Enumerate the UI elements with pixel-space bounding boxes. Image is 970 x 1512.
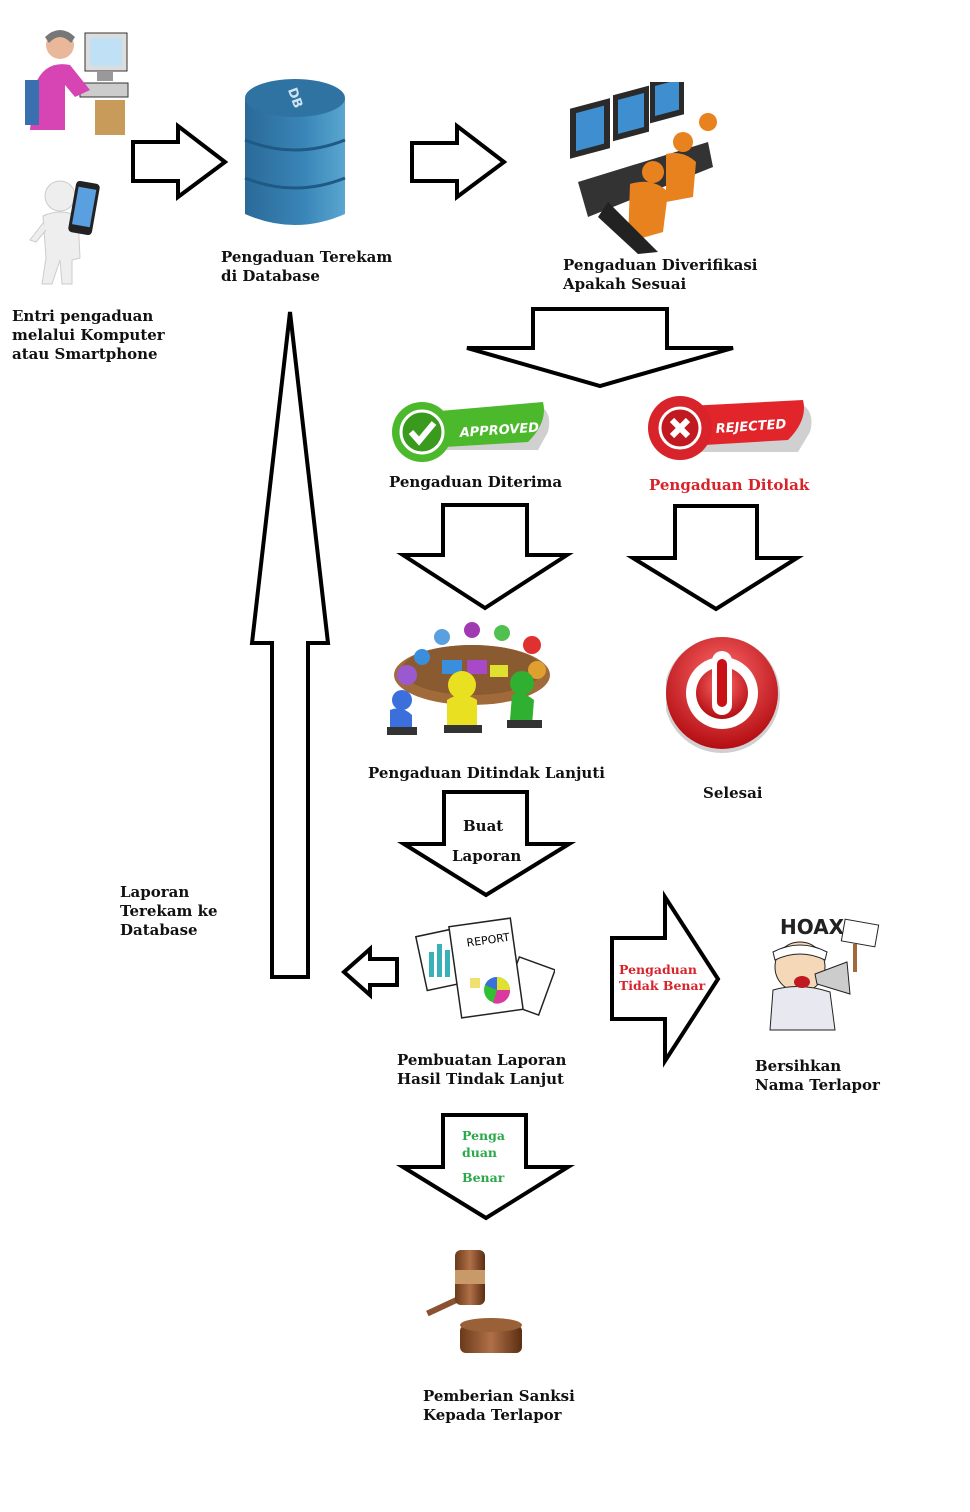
- arrow-complaint-false: [610, 890, 721, 1068]
- gavel-icon: [426, 1250, 522, 1353]
- approved-badge-text: APPROVED: [458, 420, 540, 441]
- rejected-badge-icon: REJECTED: [648, 396, 812, 460]
- node-followup-label: Pengaduan Ditindak Lanjuti: [368, 764, 605, 782]
- node-sanction-label: Pemberian Sanksi Kepada Terlapor: [423, 1387, 575, 1424]
- arrow-complaint-true: [395, 1113, 576, 1221]
- edge-make-report-line2: Laporan: [452, 847, 522, 865]
- arrow-database-to-verify: [410, 121, 508, 201]
- arrow-report-to-recorded: [340, 944, 399, 1000]
- rejected-badge-text: REJECTED: [715, 417, 787, 437]
- node-rejected-label: Pengaduan Ditolak: [649, 476, 810, 494]
- arrow-accepted-to-followup: [396, 503, 574, 611]
- node-clear-name-label: Bersihkan Nama Terlapor: [755, 1057, 880, 1094]
- edge-make-report-line1: Buat: [463, 817, 504, 835]
- person-at-computer-icon: [25, 30, 129, 135]
- arrow-verify-to-decision: [466, 307, 734, 389]
- person-with-smartphone-icon: [29, 180, 100, 285]
- edge-complaint-true-line3: Benar: [462, 1170, 505, 1185]
- node-report-label: Pembuatan Laporan Hasil Tindak Lanjut: [397, 1051, 567, 1088]
- operators-at-monitors-icon: [570, 82, 717, 254]
- database-icon-text: DB: [284, 86, 305, 111]
- report-documents-icon: REPORT: [415, 917, 555, 1019]
- edge-complaint-true-line1: Penga: [462, 1128, 505, 1143]
- node-database-label: Pengaduan Terekam di Database: [221, 248, 393, 285]
- report-icon-text: REPORT: [466, 931, 511, 950]
- node-report-recorded-label: Laporan Terekam ke Database: [120, 883, 218, 939]
- hoax-protester-icon: HOAX: [769, 915, 880, 1031]
- meeting-table-icon: [387, 622, 550, 735]
- approved-badge-icon: APPROVED: [392, 402, 550, 462]
- arrow-entry-to-database: [131, 121, 229, 201]
- node-verify-label: Pengaduan Diverifikasi Apakah Sesuai: [563, 256, 758, 293]
- database-icon: DB: [244, 79, 346, 225]
- node-finish-label: Selesai: [703, 784, 763, 802]
- arrow-rejected-to-finish: [625, 504, 804, 612]
- arrow-make-report: [396, 790, 577, 898]
- arrow-report-recorded-to-database: [249, 311, 331, 979]
- hoax-icon-text: HOAX: [780, 915, 845, 939]
- power-button-icon: [666, 637, 780, 753]
- edge-complaint-true-line2: duan: [462, 1145, 498, 1160]
- node-entry-label: Entri pengaduan melalui Komputer atau Sm…: [12, 307, 165, 363]
- edge-complaint-false-label: Pengaduan Tidak Benar: [619, 962, 706, 993]
- node-accepted-label: Pengaduan Diterima: [389, 473, 563, 491]
